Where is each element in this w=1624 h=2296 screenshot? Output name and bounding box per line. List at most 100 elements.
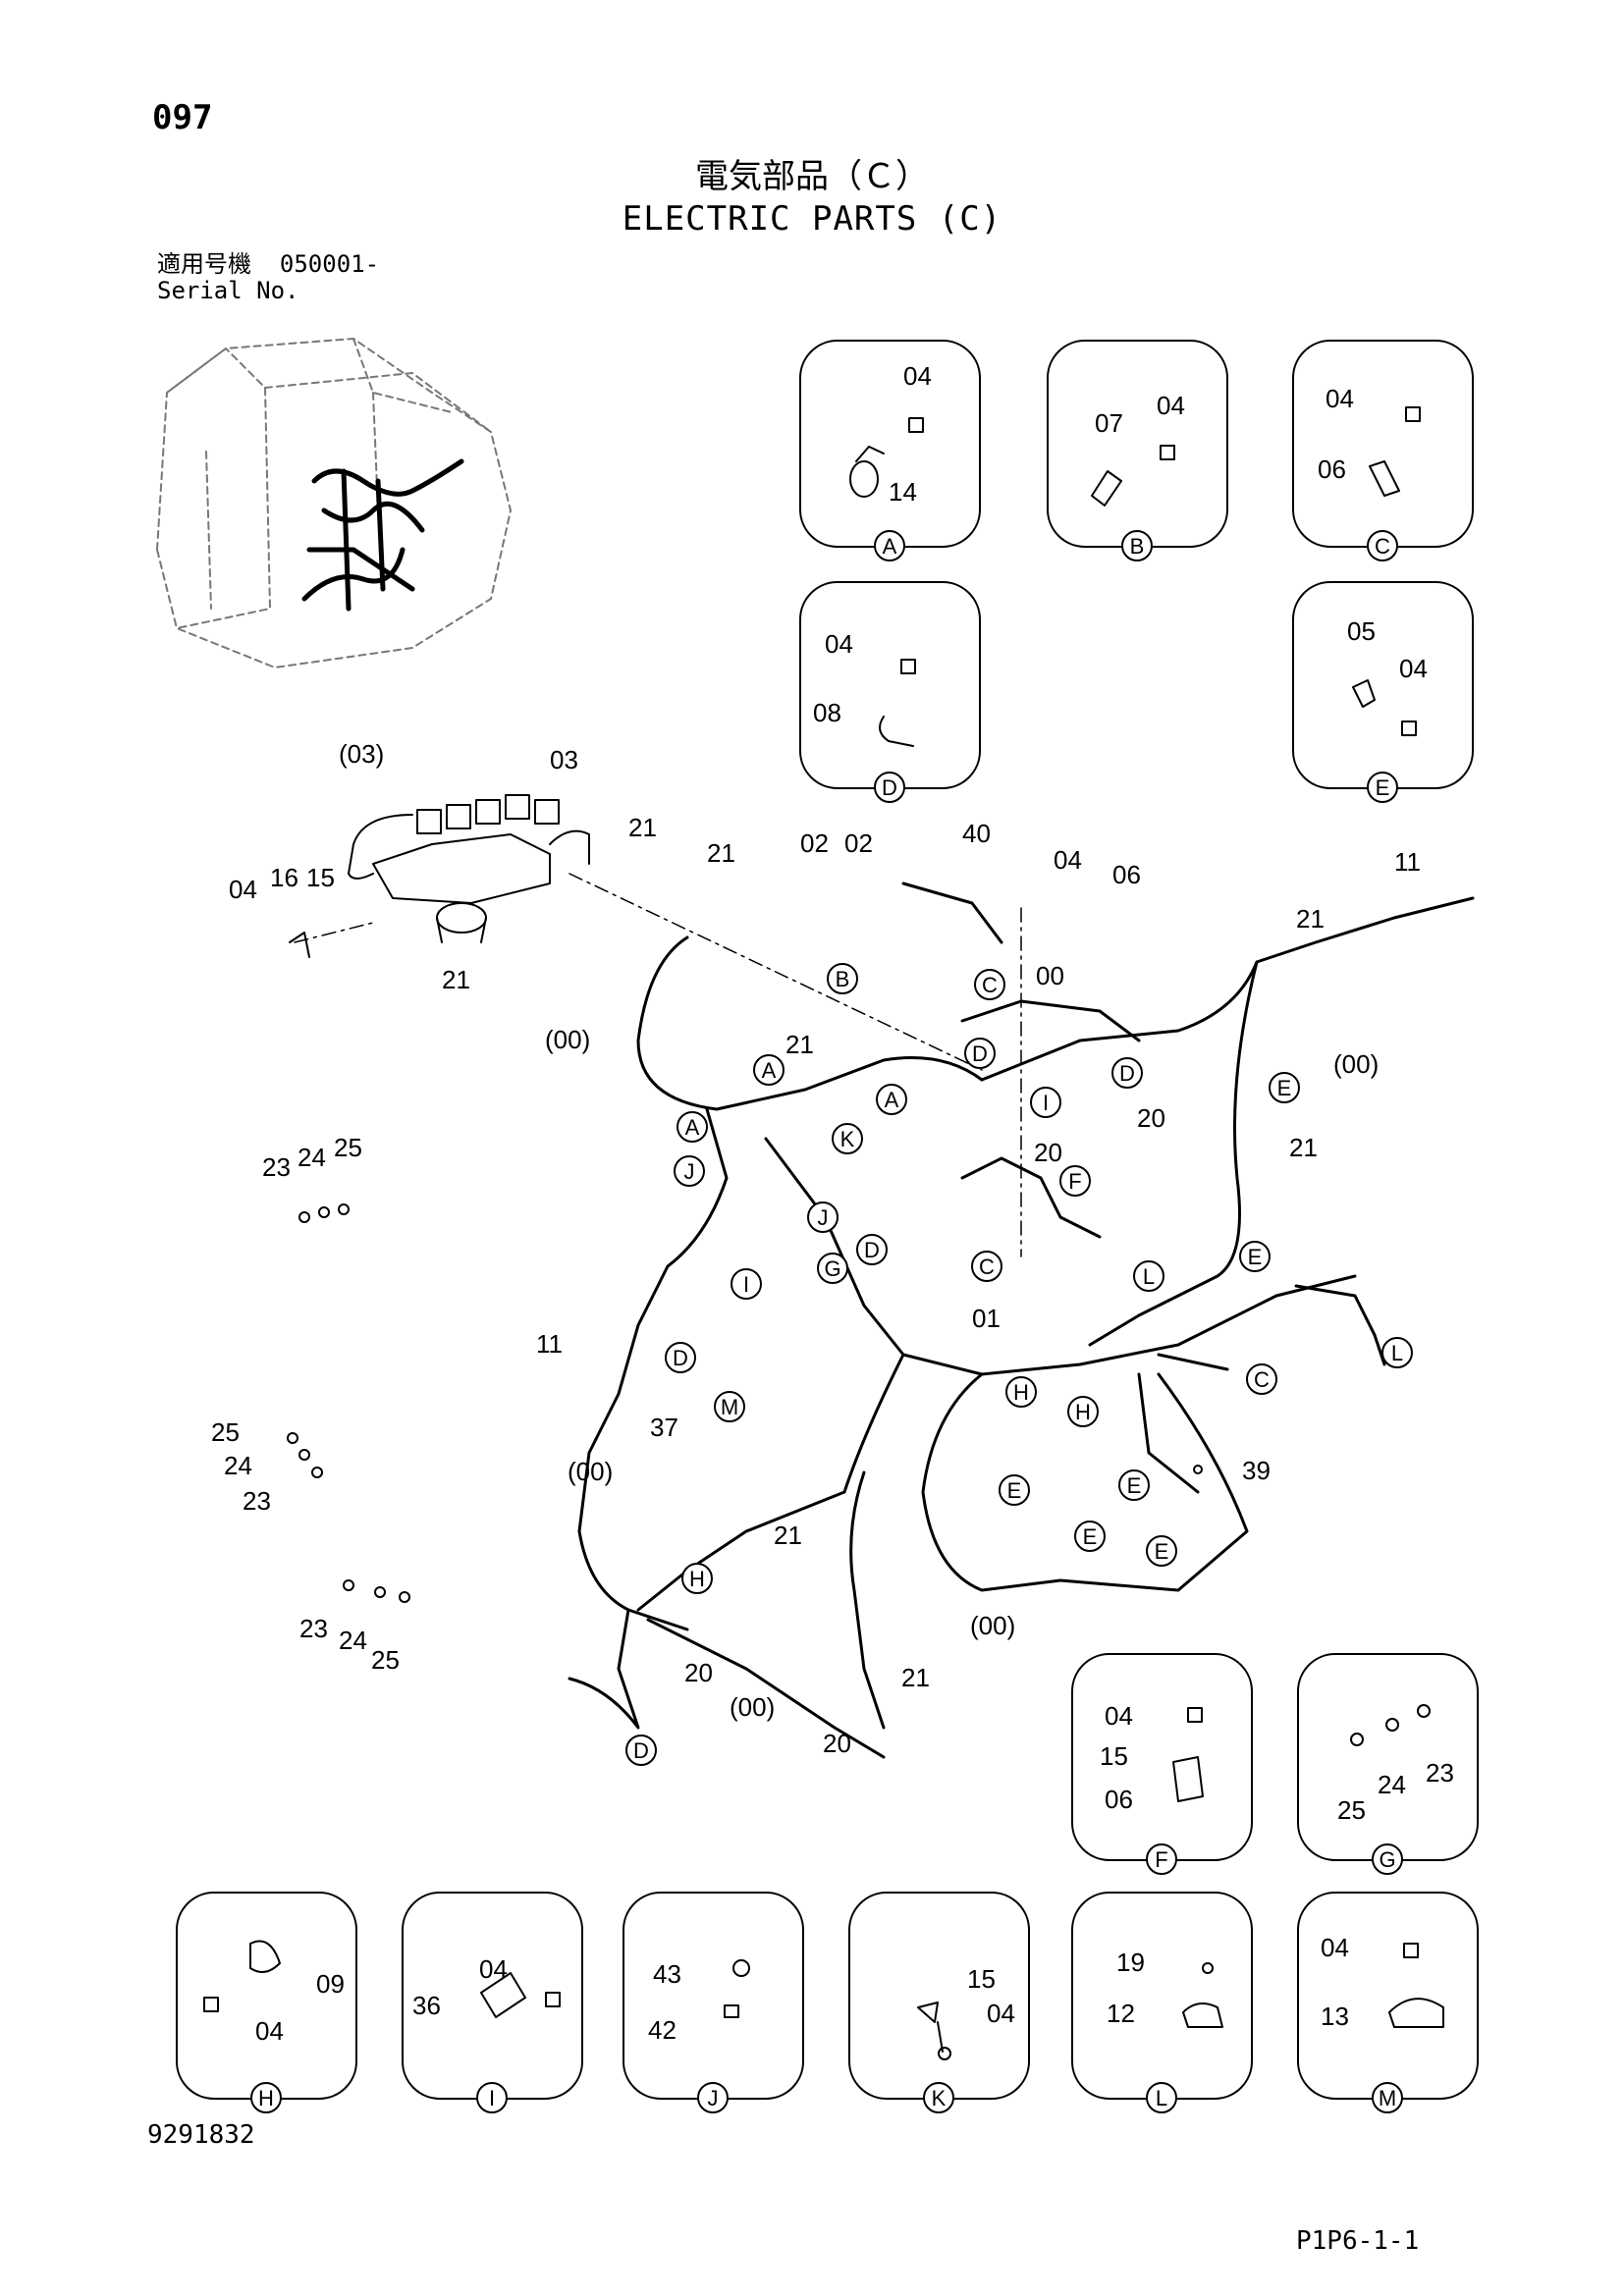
svg-text:C: C — [1375, 534, 1390, 559]
part-label: 11 — [1394, 847, 1421, 877]
part-label: (00) — [545, 1025, 590, 1054]
svg-text:H: H — [689, 1567, 705, 1591]
svg-text:E: E — [1007, 1478, 1022, 1503]
callout-d: D — [665, 1342, 696, 1373]
detail-part-label: 25 — [1337, 1795, 1366, 1825]
callout-e: E — [1269, 1072, 1300, 1103]
hardware-part-label: 23 — [262, 1152, 291, 1182]
detail-part-label: 06 — [1105, 1785, 1133, 1814]
detail-callout-e: E — [1367, 772, 1398, 803]
detail-part-label: 04 — [1157, 391, 1185, 420]
svg-text:A: A — [762, 1058, 777, 1083]
part-label: 11 — [536, 1329, 563, 1359]
svg-text:D: D — [673, 1346, 688, 1370]
detail-part-label: 09 — [316, 1969, 345, 1999]
svg-text:L: L — [1156, 2086, 1167, 2110]
harness-part-label: 03 — [550, 745, 578, 774]
detail-part-label: 43 — [653, 1959, 681, 1989]
document-number: 9291832 — [147, 2120, 255, 2150]
svg-text:D: D — [633, 1738, 649, 1763]
part-label: 21 — [1296, 904, 1325, 934]
detail-callout-j: J — [697, 2082, 729, 2113]
detail-callout-i: I — [476, 2082, 508, 2113]
svg-text:J: J — [684, 1159, 695, 1184]
serial-block: 適用号機 050001- Serial No. — [157, 251, 379, 304]
svg-text:G: G — [1379, 1847, 1395, 1872]
detail-callout-h: H — [250, 2082, 282, 2113]
svg-text:C: C — [979, 1255, 995, 1279]
hardware-part-label: 25 — [211, 1417, 240, 1447]
detail-part-label: 07 — [1095, 408, 1123, 438]
detail-part-label: 36 — [412, 1991, 441, 2020]
part-label: 02 — [844, 828, 873, 858]
callout-e: E — [1146, 1535, 1177, 1567]
svg-text:B: B — [1130, 534, 1145, 559]
hardware-part-label: 23 — [243, 1486, 271, 1516]
callout-i: I — [731, 1268, 762, 1300]
harness-part-label: 15 — [306, 863, 335, 892]
callout-a: A — [677, 1111, 708, 1143]
svg-text:I: I — [743, 1272, 749, 1297]
callout-k: K — [832, 1123, 863, 1154]
harness-part-label: 16 — [270, 863, 298, 892]
svg-text:H: H — [1075, 1400, 1091, 1424]
serial-value: 050001- — [279, 250, 380, 278]
svg-text:E: E — [1127, 1473, 1142, 1498]
svg-text:D: D — [1119, 1061, 1135, 1086]
part-label: (00) — [1333, 1049, 1379, 1079]
svg-text:I: I — [489, 2086, 495, 2110]
callout-l: L — [1381, 1337, 1413, 1368]
detail-callout-c: C — [1367, 530, 1398, 561]
detail-part-label: 14 — [889, 477, 917, 507]
callout-a: A — [876, 1084, 907, 1115]
callout-j: J — [807, 1201, 839, 1233]
svg-text:E: E — [1248, 1245, 1263, 1269]
part-label: 21 — [1289, 1133, 1318, 1162]
harness-part-label: 04 — [229, 875, 257, 904]
svg-text:D: D — [864, 1238, 880, 1262]
callout-h: H — [681, 1563, 713, 1594]
svg-text:A: A — [885, 1088, 899, 1112]
svg-text:H: H — [1013, 1380, 1029, 1405]
svg-text:E: E — [1083, 1524, 1098, 1549]
detail-part-label: 15 — [1100, 1741, 1128, 1771]
callout-f: F — [1059, 1165, 1091, 1197]
detail-callout-a: A — [874, 530, 905, 561]
part-label: 21 — [785, 1030, 814, 1059]
svg-text:E: E — [1155, 1539, 1169, 1564]
svg-text:I: I — [1043, 1091, 1049, 1115]
detail-part-label: 24 — [1378, 1770, 1406, 1799]
part-label: 20 — [1137, 1103, 1165, 1133]
callout-a: A — [753, 1054, 785, 1086]
detail-part-label: 05 — [1347, 616, 1376, 646]
detail-part-label: 04 — [987, 1999, 1015, 2028]
detail-part-label: 04 — [255, 2016, 284, 2046]
page-reference: P1P6-1-1 — [1296, 2226, 1420, 2256]
callout-d: D — [964, 1038, 996, 1069]
harness-part-label: (03) — [339, 739, 384, 769]
leader-lines — [294, 873, 1022, 1257]
relay-bracket-assembly — [289, 794, 590, 958]
part-label: 21 — [774, 1521, 802, 1550]
svg-text:J: J — [818, 1205, 829, 1230]
part-label: 21 — [901, 1663, 930, 1692]
title-japanese: 電気部品（Ｃ） — [695, 157, 929, 196]
svg-text:E: E — [1376, 775, 1390, 800]
callout-d: D — [1111, 1057, 1143, 1089]
hardware-part-label: 24 — [298, 1143, 326, 1172]
detail-callout-m: M — [1372, 2082, 1403, 2113]
detail-callout-l: L — [1146, 2082, 1177, 2113]
part-label: 00 — [1036, 961, 1064, 990]
detail-part-label: 04 — [1105, 1701, 1133, 1731]
detail-part-label: 06 — [1318, 454, 1346, 484]
detail-part-label: 42 — [648, 2015, 677, 2045]
detail-part-label: 23 — [1426, 1758, 1454, 1788]
detail-part-label: 12 — [1107, 1999, 1135, 2028]
callout-d: D — [856, 1234, 888, 1265]
callout-c: C — [974, 969, 1005, 1000]
svg-text:M: M — [721, 1395, 738, 1419]
harness-part-label: 21 — [442, 965, 470, 994]
svg-text:C: C — [1254, 1367, 1270, 1392]
part-label: 37 — [650, 1413, 678, 1442]
part-label: 20 — [823, 1729, 851, 1758]
